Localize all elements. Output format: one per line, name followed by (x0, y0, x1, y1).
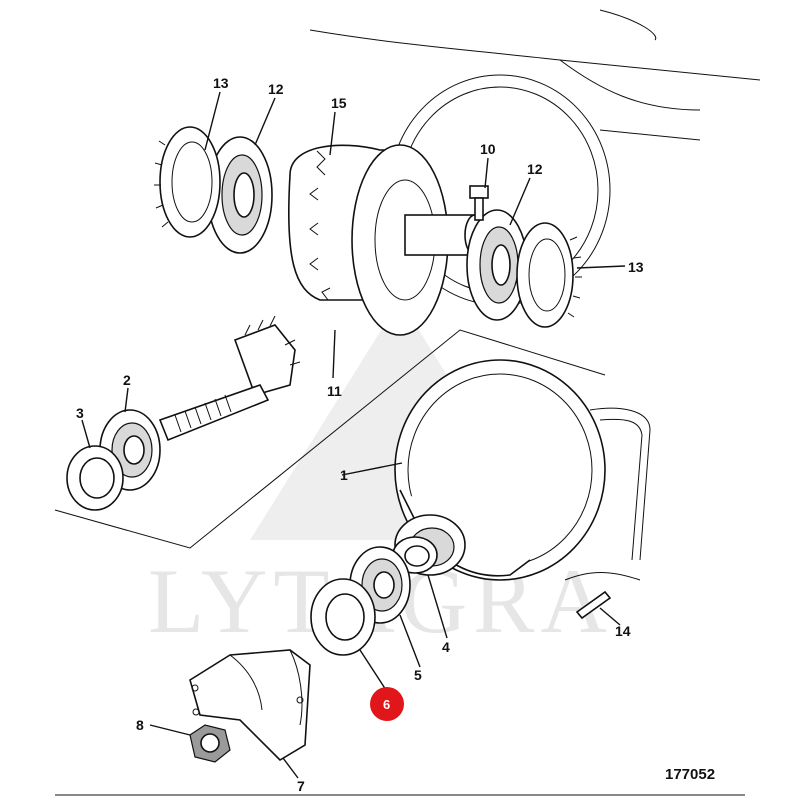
callout-13-right: 13 (628, 259, 644, 275)
nut-8 (189, 724, 231, 763)
callout-2: 2 (123, 372, 131, 388)
callout-3: 3 (76, 405, 84, 421)
callout-12-left: 12 (268, 81, 284, 97)
callout-8: 8 (136, 717, 144, 733)
pinion-shaft-11 (158, 315, 301, 442)
ring-gear-15 (287, 144, 486, 336)
callout-1: 1 (340, 467, 348, 483)
pin-14 (564, 572, 641, 620)
callout-5: 5 (414, 667, 422, 683)
left-bearing-12 (207, 136, 273, 254)
shim-3 (66, 445, 124, 511)
callout-12-right: 12 (527, 161, 543, 177)
callout-10: 10 (480, 141, 496, 157)
bolt-10 (469, 185, 489, 221)
pinion-assembly-frame (54, 329, 606, 549)
callout-11: 11 (327, 383, 342, 399)
callout-14: 14 (615, 623, 631, 639)
highlighted-callout-6[interactable]: 6 (370, 687, 404, 721)
axle-housing-outline (309, 9, 761, 306)
callout-13-left: 13 (213, 75, 229, 91)
callout-labels: 13 12 15 10 12 13 11 2 3 1 4 5 14 8 7 (76, 75, 644, 794)
left-adjuster-13 (154, 126, 221, 238)
callout-15: 15 (331, 95, 347, 111)
callout-4: 4 (442, 639, 450, 655)
drawing-number: 177052 (665, 766, 715, 783)
yoke-7 (189, 649, 311, 762)
right-adjuster-13 (516, 222, 582, 328)
highlight-marker[interactable] (370, 687, 404, 721)
highlight-label: 6 (383, 697, 390, 712)
seal-6 (310, 578, 376, 656)
callout-7: 7 (297, 778, 305, 794)
leader-lines (81, 91, 626, 779)
